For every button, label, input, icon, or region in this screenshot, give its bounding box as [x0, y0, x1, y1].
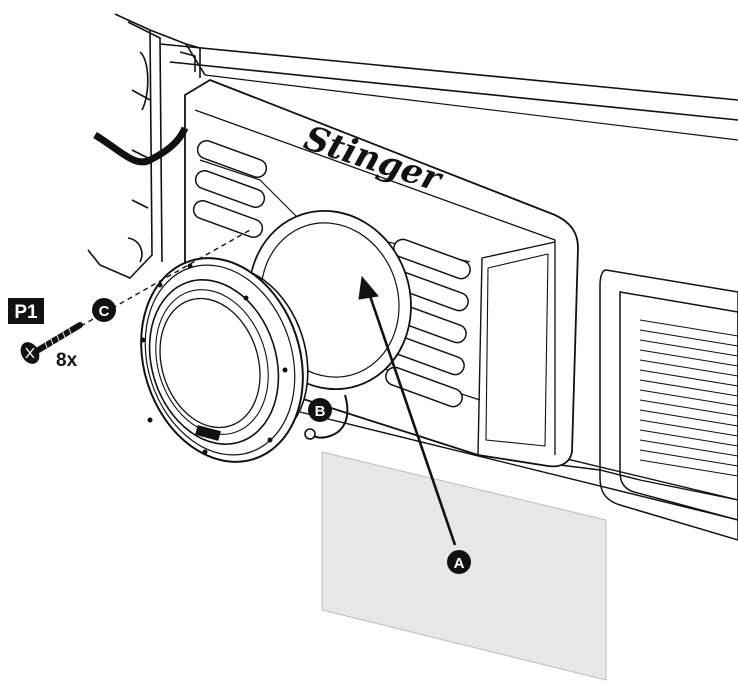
part-label-text: P1	[14, 302, 38, 323]
side-vent	[599, 269, 738, 541]
callout-c: C	[92, 298, 116, 322]
callout-b-label: B	[315, 403, 326, 420]
screw-icon	[20, 322, 83, 364]
callout-b: B	[308, 398, 332, 422]
callout-c-label: C	[99, 303, 110, 320]
callout-a: A	[447, 550, 471, 574]
callout-a-label: A	[454, 555, 465, 572]
direction-arrow-a	[358, 275, 457, 546]
screw-quantity-label: 8x	[56, 350, 78, 371]
door-frame	[87, 13, 738, 279]
wire-connector	[304, 428, 316, 440]
speaker	[140, 257, 309, 463]
part-label-badge: P1	[8, 298, 44, 324]
